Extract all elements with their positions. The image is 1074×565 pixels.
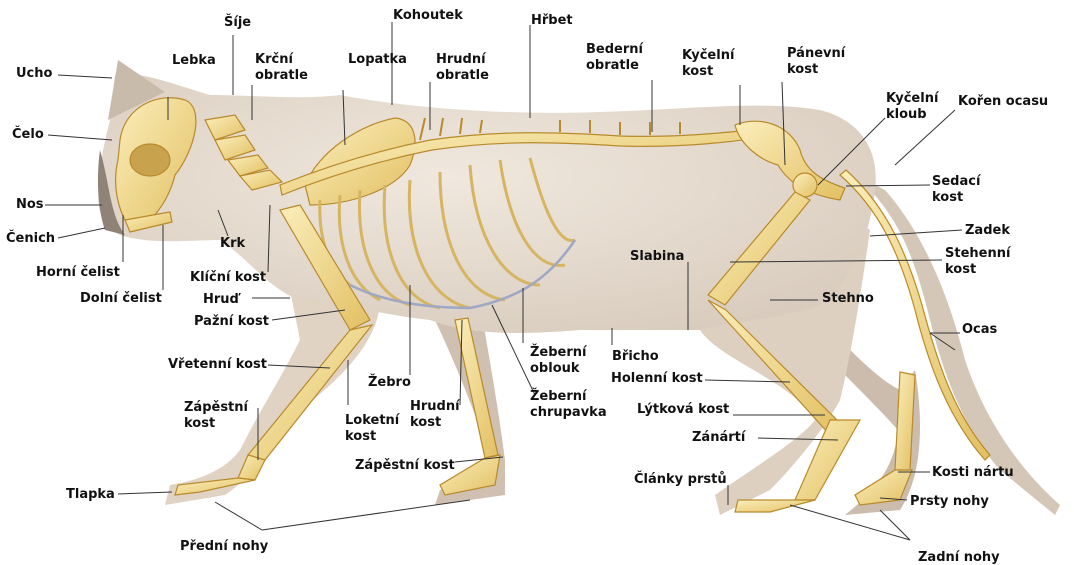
eye-socket [130,144,170,176]
label-pazni-kost: Pažní kost [194,314,269,329]
label-bricho: Břicho [612,349,659,364]
label-nos: Nos [16,197,44,212]
label-hrbet: Hřbet [531,13,573,28]
label-zebro: Žebro [368,375,411,390]
label-zadni-nohy: Zadní nohy [918,550,1000,565]
label-koren-ocasu: Kořen ocasu [958,94,1048,109]
label-cenich: Čenich [6,231,55,246]
label-vretenni-kost: Vřetenní kost [168,357,267,372]
label-zapestni-kost-mid: Zápěstní kost [355,458,455,473]
label-kosti-nartu: Kosti nártu [932,465,1014,480]
label-lebka: Lebka [172,53,216,68]
label-slabina: Slabina [630,249,684,264]
label-horni-celist: Horní čelist [36,265,120,280]
label-prsty-nohy: Prsty nohy [910,494,989,509]
label-ocas: Ocas [962,322,997,337]
label-hrud: Hruď [203,292,239,307]
label-tlapka: Tlapka [66,487,115,502]
label-zanarti: Zánártí [692,430,745,445]
label-celo: Čelo [12,127,44,142]
label-holenni-kost: Holenní kost [611,371,703,386]
label-lopatka: Lopatka [348,52,407,67]
label-stehno: Stehno [822,291,874,306]
label-krk: Krk [220,236,245,251]
label-sije: Šíje [224,15,251,30]
label-clanky-prstu: Články prstů [634,472,727,487]
label-zadek: Zadek [965,223,1010,238]
label-kohoutek: Kohoutek [393,8,463,23]
label-dolni-celist: Dolní čelist [80,291,162,306]
label-klicni-kost: Klíční kost [190,270,266,285]
label-predni-nohy: Přední nohy [180,539,268,554]
label-lytkova-kost: Lýtková kost [637,402,729,417]
hind-paw-bones [735,500,815,512]
label-ucho: Ucho [16,66,52,81]
